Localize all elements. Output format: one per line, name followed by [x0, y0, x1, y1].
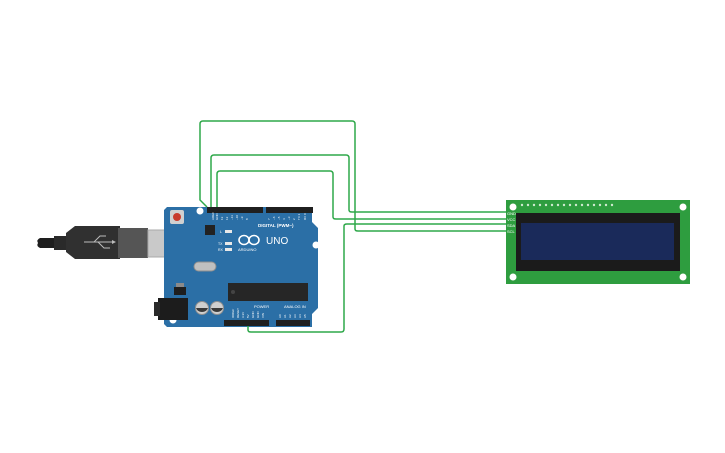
dc-power-jack[interactable]	[154, 298, 188, 320]
gnd-label: GND	[215, 213, 219, 221]
usb-cable-end	[37, 238, 55, 248]
digital-pin-label: ~3	[287, 216, 291, 220]
atmega-chip	[228, 283, 308, 301]
digital-pin-label: RX 0	[303, 213, 307, 220]
digital-header-label: DIGITAL (PWM~)	[258, 223, 294, 228]
digital-pin-label: 13	[220, 216, 224, 220]
lcd-pin-label-scl: SCL	[507, 229, 516, 234]
wire-sda[interactable]	[216, 170, 512, 220]
power-header[interactable]	[224, 320, 269, 326]
digital-pin-label: 12	[225, 216, 229, 220]
usb-cable[interactable]	[37, 226, 175, 259]
mounting-hole	[312, 241, 320, 249]
power-pin-label: 5V	[246, 314, 250, 318]
usb-cable-body	[54, 236, 68, 250]
mounting-hole	[196, 207, 204, 215]
digital-pin-label: 8	[245, 218, 249, 220]
power-pin-labels: IOREF RESET 3.3V 5V GND GND VIN	[231, 308, 265, 318]
power-pin-label: IOREF	[231, 309, 235, 318]
wire-vcc[interactable]	[210, 154, 512, 213]
wires	[199, 120, 512, 333]
arduino-maker-label: ARDUINO	[238, 247, 256, 252]
aref-label: AREF	[211, 212, 215, 220]
wire-gnd[interactable]	[199, 120, 512, 232]
voltage-regulator	[174, 283, 186, 295]
led-tx-label: TX	[218, 242, 223, 246]
power-pin-label: RESET	[236, 308, 240, 318]
usb-plug-grip	[118, 228, 148, 258]
digital-pin-label: ~6	[272, 216, 276, 220]
crystal-oscillator	[193, 261, 217, 272]
digital-pin-labels: AREF GND 13 12 ~11 ~10 ~9 8 7 ~6 ~5 4 ~3…	[211, 212, 307, 220]
power-pin-label: VIN	[261, 313, 265, 318]
led-l-label: L	[220, 230, 222, 234]
capacitors	[195, 301, 224, 315]
status-leds: L TX RX	[218, 230, 232, 252]
mounting-hole	[509, 203, 517, 211]
lcd-pin-label-sda: SDA	[507, 223, 516, 228]
analog-pin-label: A1	[283, 314, 287, 318]
usb-chip	[205, 225, 215, 235]
analog-pin-label: A4	[298, 314, 302, 318]
lcd-pin-label-gnd: GND	[507, 211, 516, 216]
mounting-hole	[312, 317, 320, 325]
mounting-hole	[679, 273, 687, 281]
arduino-logo: ARDUINO	[238, 234, 260, 252]
lcd-pin-label-vcc: VCC	[507, 217, 516, 222]
lcd-screen	[521, 223, 674, 260]
digital-pin-label: ~10	[235, 215, 239, 220]
reset-button[interactable]	[170, 210, 184, 224]
uno-brand-label: UNO	[266, 236, 288, 247]
mounting-hole	[679, 203, 687, 211]
digital-pin-label: ~9	[240, 216, 244, 220]
lcd-pin-row	[520, 203, 614, 207]
lcd-1602-i2c-module[interactable]: GND VCC SDA SCL	[506, 200, 690, 284]
usb-icon	[84, 235, 116, 249]
digital-pin-label: ~5	[277, 216, 281, 220]
analog-label: ANALOG IN	[284, 304, 306, 309]
analog-pin-labels: A0 A1 A2 A3 A4 A5	[278, 314, 307, 318]
power-pin-label: GND	[251, 311, 255, 319]
analog-header[interactable]	[276, 320, 310, 326]
wire-scl[interactable]	[247, 223, 512, 333]
mounting-hole	[509, 273, 517, 281]
power-label: POWER	[254, 304, 269, 309]
lcd-pin-labels: GND VCC SDA SCL	[507, 211, 516, 234]
digital-pin-label: 2	[292, 218, 296, 220]
arduino-uno-board[interactable]: AREF GND 13 12 ~11 ~10 ~9 8 7 ~6 ~5 4 ~3…	[154, 207, 320, 327]
power-pin-label: GND	[256, 311, 260, 319]
digital-pin-label: ~11	[230, 215, 234, 220]
analog-pin-label: A0	[278, 314, 282, 318]
digital-pin-label: 4	[282, 218, 286, 220]
analog-pin-label: A5	[303, 314, 307, 318]
digital-header[interactable]	[207, 207, 313, 213]
power-pin-label: 3.3V	[241, 312, 245, 318]
analog-pin-label: A3	[293, 314, 297, 318]
digital-pin-label: TX 1	[297, 213, 301, 220]
analog-pin-label: A2	[288, 314, 292, 318]
led-rx-label: RX	[218, 248, 224, 252]
digital-pin-label: 7	[267, 218, 271, 220]
